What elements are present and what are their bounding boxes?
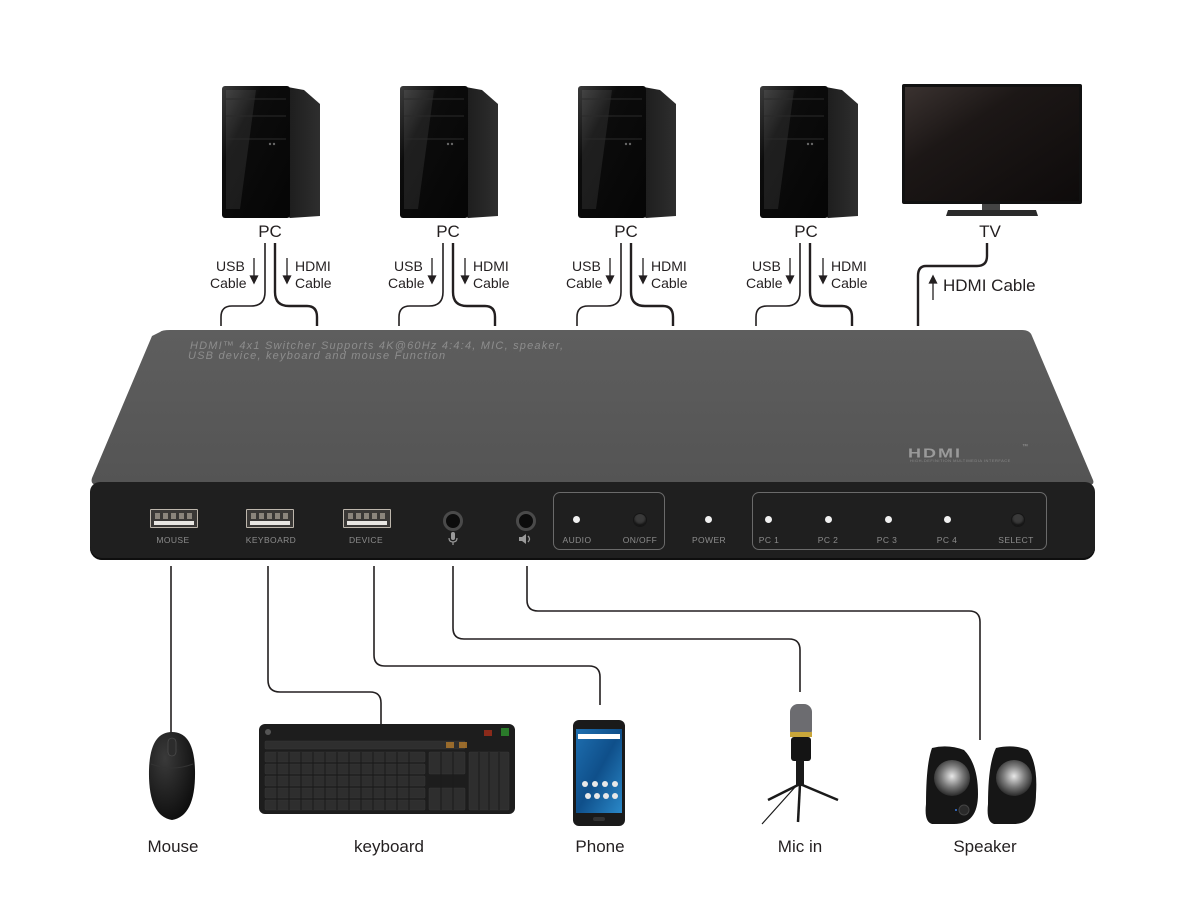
pc-tower-4-icon: [760, 86, 858, 218]
select-label: SELECT: [998, 535, 1034, 545]
tv-label: TV: [979, 222, 1001, 241]
hdmi-logo-subtitle: HIGH-DEFINITION MULTIMEDIA INTERFACE: [910, 458, 1011, 463]
pc-select-group-box: [752, 492, 1047, 550]
keyboard-icon: [259, 724, 515, 814]
mic-jack[interactable]: [443, 511, 463, 531]
speaker-jack[interactable]: [516, 511, 536, 531]
hdmi-cable-label-3-bottom: Cable: [651, 275, 688, 291]
pc4-led: [944, 516, 951, 523]
speaker-label: Speaker: [953, 837, 1017, 856]
hdmi-arrow-icons: [282, 258, 938, 300]
hdmi-cable-label-4-top: HDMI: [831, 258, 867, 274]
pc-2-label: PC: [436, 222, 460, 241]
pc-tower-3-icon: [578, 86, 676, 218]
pc1-label: PC 1: [758, 535, 780, 545]
audio-label: AUDIO: [562, 535, 592, 545]
tv-hdmi-cable-label: HDMI Cable: [943, 276, 1036, 295]
keyboard-port-label: KEYBOARD: [245, 535, 297, 545]
mouse-label: Mouse: [147, 837, 199, 856]
mouse-port-label: MOUSE: [156, 535, 190, 545]
pc1-cables: [220, 243, 319, 326]
usb-cable-label-4-bottom: Cable: [746, 275, 783, 291]
pc-1-label: PC: [258, 222, 282, 241]
speaker-icon: [519, 534, 531, 544]
pc-3-label: PC: [614, 222, 638, 241]
usb-cable-label-1-top: USB: [216, 258, 245, 274]
pc2-label: PC 2: [817, 535, 839, 545]
pc-4-label: PC: [794, 222, 818, 241]
usb-port-keyboard[interactable]: [246, 509, 294, 528]
hdmi-cable-label-4-bottom: Cable: [831, 275, 868, 291]
hdmi-logo: HDMI: [908, 446, 962, 461]
pc-tower-1-icon: [222, 86, 320, 218]
onoff-label: ON/OFF: [622, 535, 658, 545]
select-button[interactable]: [1012, 514, 1024, 526]
usb-cable-label-1-bottom: Cable: [210, 275, 247, 291]
pc2-cables: [398, 243, 497, 326]
tv-cable: [916, 243, 989, 326]
power-led: [705, 516, 712, 523]
usb-cable-label-2-top: USB: [394, 258, 423, 274]
pc4-label: PC 4: [936, 535, 958, 545]
mic-icon: [448, 532, 458, 545]
usb-arrow-icons: [249, 258, 795, 285]
pc4-cables: [755, 243, 854, 326]
speaker-cable: [526, 566, 981, 740]
mic-in-label: Mic in: [777, 837, 823, 856]
usb-cable-label-2-bottom: Cable: [388, 275, 425, 291]
pc2-led: [825, 516, 832, 523]
keyboard-label: keyboard: [354, 837, 424, 856]
mic-cable: [452, 566, 801, 692]
hdmi-cable-label-2-top: HDMI: [473, 258, 509, 274]
phone-icon: [573, 720, 625, 826]
audio-group-box: [553, 492, 665, 550]
switch-top-panel: [91, 330, 1094, 485]
hdmi-cable-label-1-bottom: Cable: [295, 275, 332, 291]
hdmi-cable-label-2-bottom: Cable: [473, 275, 510, 291]
pc3-led: [885, 516, 892, 523]
tv-icon: [902, 84, 1082, 216]
hdmi-cable-label-3-top: HDMI: [651, 258, 687, 274]
usb-cable-label-3-top: USB: [572, 258, 601, 274]
switch-slogan-line-1: HDMI™ 4x1 Switcher Supports 4K@60Hz 4:4:…: [190, 340, 565, 352]
usb-cable-label-3-bottom: Cable: [566, 275, 603, 291]
hdmi-logo-tm: ™: [1022, 444, 1028, 450]
pc3-cables: [576, 243, 675, 326]
pc-tower-2-icon: [400, 86, 498, 218]
speaker-set-icon: [925, 746, 1037, 824]
microphone-icon: [761, 704, 839, 825]
keyboard-cable: [267, 566, 382, 724]
hdmi-cable-label-1-top: HDMI: [295, 258, 331, 274]
power-label: POWER: [691, 535, 727, 545]
usb-port-mouse[interactable]: [150, 509, 198, 528]
usb-cable-label-4-top: USB: [752, 258, 781, 274]
device-port-label: DEVICE: [348, 535, 384, 545]
pc3-label: PC 3: [876, 535, 898, 545]
mouse-icon: [148, 732, 196, 820]
switch-slogan-line-2: USB device, keyboard and mouse Function: [188, 350, 447, 362]
phone-label: Phone: [575, 837, 625, 856]
audio-onoff-button[interactable]: [634, 514, 646, 526]
audio-led: [573, 516, 580, 523]
usb-port-device[interactable]: [343, 509, 391, 528]
device-cable: [373, 566, 601, 705]
pc1-led: [765, 516, 772, 523]
